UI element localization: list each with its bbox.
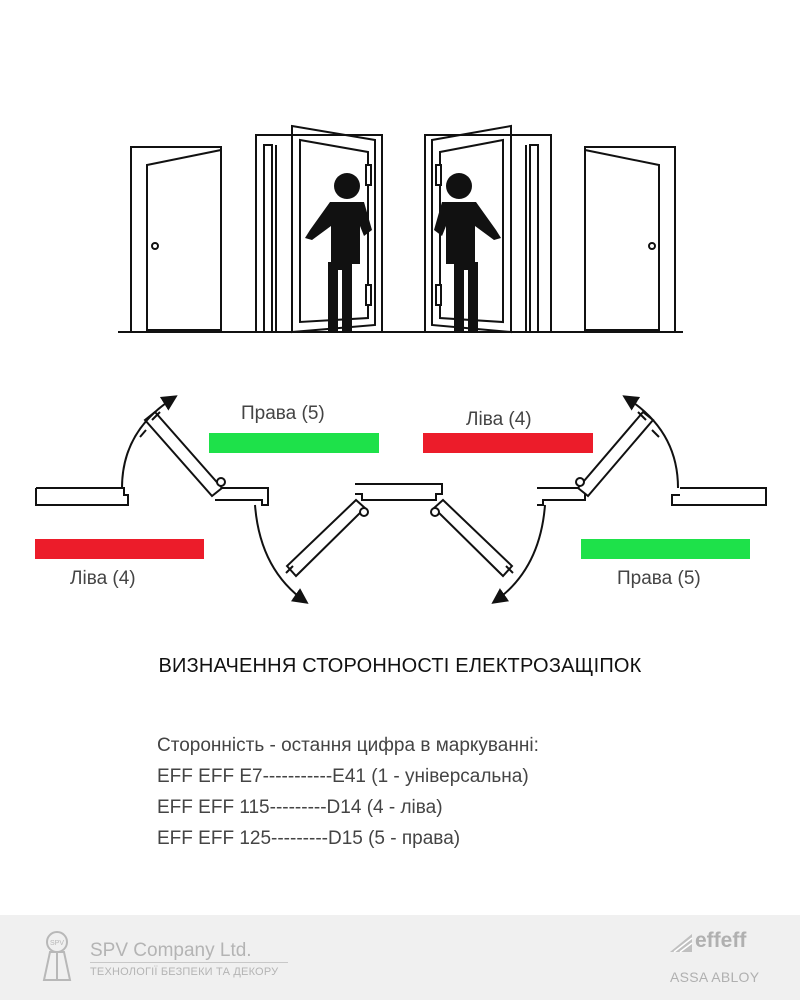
assa-abloy-brand: ASSA ABLOY [670,969,760,985]
label-top-left: Права (5) [241,403,325,424]
swing-arc-1 [121,395,178,489]
plan-leaf-1 [139,410,226,498]
company-name: SPV Company Ltd. [90,940,252,961]
bar-top-right [423,433,593,453]
company-underline [90,962,288,963]
footer [0,915,800,1000]
door-handing-diagram [35,124,767,604]
person-right-icon [434,173,501,332]
spv-logo-icon: SPV [42,931,72,981]
marking-block: Сторонність - остання цифра в маркуванні… [157,730,539,854]
page-title: ВИЗНАЧЕННЯ СТОРОННОСТІ ЕЛЕКТРОЗАЩІПОК [158,655,642,677]
door-4-icon [584,146,676,333]
plan-wall-left-center [215,487,269,506]
marking-line: EFF EFF 125---------D15 (5 - права) [157,828,461,849]
marking-line: EFF EFF 115---------D14 (4 - ліва) [157,797,443,818]
bar-bottom-right [581,539,750,559]
label-bottom-left: Ліва (4) [70,568,136,589]
plan-leaf-4 [575,410,660,498]
label-bottom-right: Права (5) [617,568,701,589]
plan-wall-right [671,487,767,506]
marking-heading: Сторонність - остання цифра в маркуванні… [157,735,539,756]
swing-arc-3 [491,504,546,604]
door-3-icon [424,124,552,334]
door-2-icon [255,124,383,334]
door-1-icon [130,146,222,333]
bar-top-left [209,433,379,453]
person-left-icon [305,173,372,332]
plan-leaf-3 [430,498,514,578]
marking-line: EFF EFF E7-----------E41 (1 - універсаль… [157,766,529,787]
bar-bottom-left [35,539,204,559]
company-tagline: ТЕХНОЛОГІЇ БЕЗПЕКИ ТА ДЕКОРУ [90,966,279,978]
plan-leaf-2 [285,498,369,578]
effeff-brand: effeff [695,929,747,952]
swing-arc-2 [254,504,309,604]
plan-wall-right-center [537,487,586,506]
spv-logo-text: SPV [50,940,64,947]
swing-arc-4 [622,395,679,489]
plan-wall-left [35,487,129,506]
label-top-right: Ліва (4) [466,409,532,430]
effeff-logo-icon [670,934,693,953]
plan-wall-center [355,483,443,501]
